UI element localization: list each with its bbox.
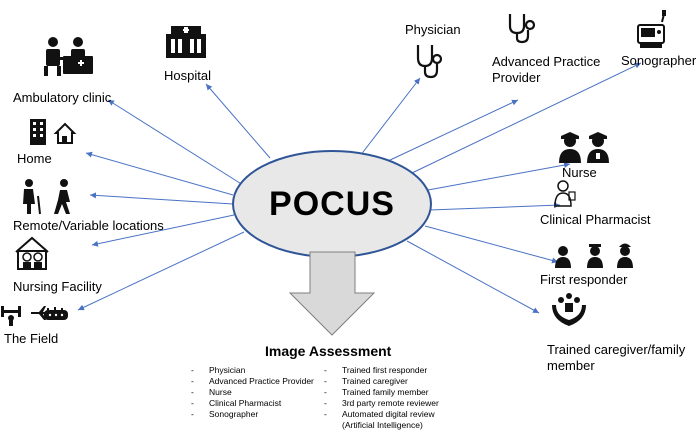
stethoscope-icon (416, 45, 443, 79)
arrow-nursing (91, 214, 235, 247)
pocus-label: POCUS (269, 185, 395, 223)
arrow-hospital (205, 83, 271, 159)
label-ambulatory-clinic: Ambulatory clinic (13, 90, 112, 105)
label-hospital: Hospital (164, 68, 211, 83)
list-item: -Automated digital review (Artificial In… (324, 409, 435, 430)
assessment-list-clinicians: -Physician -Advanced Practice Provider -… (191, 365, 321, 420)
clinic-visit-icon (44, 37, 93, 76)
image-assessment-title: Image Assessment (265, 343, 392, 359)
label-sonographer: Sonographer (621, 53, 697, 68)
label-nurse: Nurse (562, 165, 597, 180)
label-advanced-practice-provider: Advanced Practice Provider (492, 54, 601, 85)
arrow-physician (359, 77, 421, 157)
first-responders-icon (555, 243, 633, 268)
label-home: Home (17, 151, 52, 166)
arrow-responder (424, 225, 559, 264)
down-arrow-shape (288, 251, 376, 336)
walking-people-icon (23, 179, 70, 215)
label-the-field: The Field (4, 331, 59, 346)
arrow-sonographer (411, 62, 642, 174)
label-trained-caregiver: Trained caregiver/family member (547, 342, 686, 373)
arrow-caregiver (406, 240, 540, 314)
arrow-app (387, 99, 519, 162)
list-item: -Sonographer (191, 409, 259, 419)
arrow-home (85, 151, 234, 196)
list-item: -Trained family member (324, 387, 429, 397)
arrow-pharmacist (429, 202, 561, 211)
caregiver-hands-icon (552, 293, 586, 326)
nurses-icon (559, 132, 609, 163)
pocus-center: POCUS (233, 151, 431, 258)
connector-arrows (77, 62, 642, 314)
list-item: -Advanced Practice Provider (191, 376, 314, 386)
hospital-icon (166, 26, 206, 58)
arrow-nurse (427, 162, 571, 191)
list-item: -Trained caregiver (324, 376, 408, 386)
list-item: -Physician (191, 365, 246, 375)
pharmacist-icon (554, 180, 576, 207)
list-item: -Trained first responder (324, 365, 428, 375)
label-physician: Physician (405, 22, 461, 37)
stethoscope-icon (508, 14, 536, 44)
label-remote-locations: Remote/Variable locations (13, 218, 164, 233)
field-activities-icon (1, 306, 68, 326)
arrow-remote (89, 192, 234, 205)
home-buildings-icon (30, 119, 77, 145)
label-nursing-facility: Nursing Facility (13, 279, 102, 294)
ultrasound-machine-icon (637, 10, 666, 48)
label-clinical-pharmacist: Clinical Pharmacist (540, 212, 651, 227)
arrow-field (77, 231, 245, 311)
list-item: -3rd party remote reviewer (324, 398, 439, 408)
assessment-list-others: -Trained first responder -Trained caregi… (324, 365, 464, 431)
arrow-ambulatory (107, 99, 244, 186)
list-item: -Clinical Pharmacist (191, 398, 282, 408)
list-item: -Nurse (191, 387, 232, 397)
label-first-responder: First responder (540, 272, 628, 287)
nursing-facility-icon (15, 236, 49, 270)
